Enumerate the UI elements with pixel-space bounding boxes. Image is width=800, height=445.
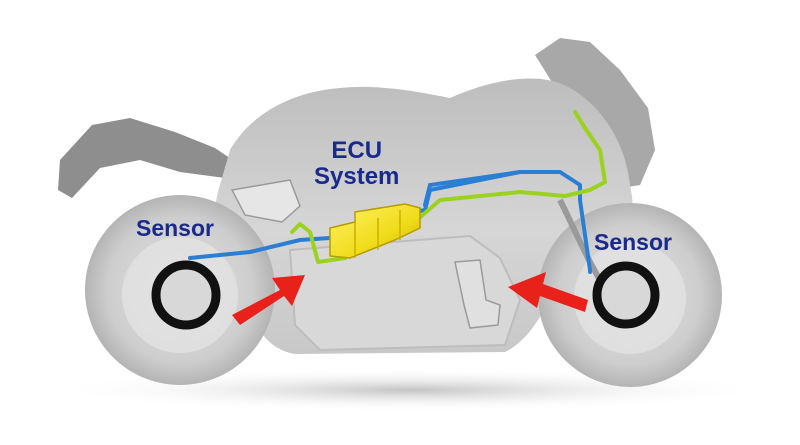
ecu-unit-icon bbox=[329, 203, 421, 259]
rear-force-arrow-icon bbox=[232, 275, 305, 325]
front-fork bbox=[557, 198, 603, 282]
ecu-label-line2: System bbox=[314, 163, 400, 191]
exhaust-part bbox=[454, 259, 501, 329]
front-sensor-label: Sensor bbox=[594, 229, 672, 255]
blue-wire-upper bbox=[423, 170, 522, 207]
ecu-label-line1: ECU bbox=[331, 137, 383, 164]
rear-shock-part bbox=[230, 179, 301, 223]
rear-sensor-ring-icon bbox=[151, 260, 221, 330]
ground-shadow bbox=[50, 368, 770, 412]
front-sensor-ring-icon bbox=[592, 261, 660, 329]
rear-sensor-label: Sensor bbox=[136, 215, 214, 241]
front-force-arrow-icon bbox=[508, 272, 588, 312]
ecu-system-label: ECU System bbox=[314, 137, 400, 191]
green-wire bbox=[290, 110, 607, 264]
rear-tail-silhouette bbox=[58, 118, 240, 198]
